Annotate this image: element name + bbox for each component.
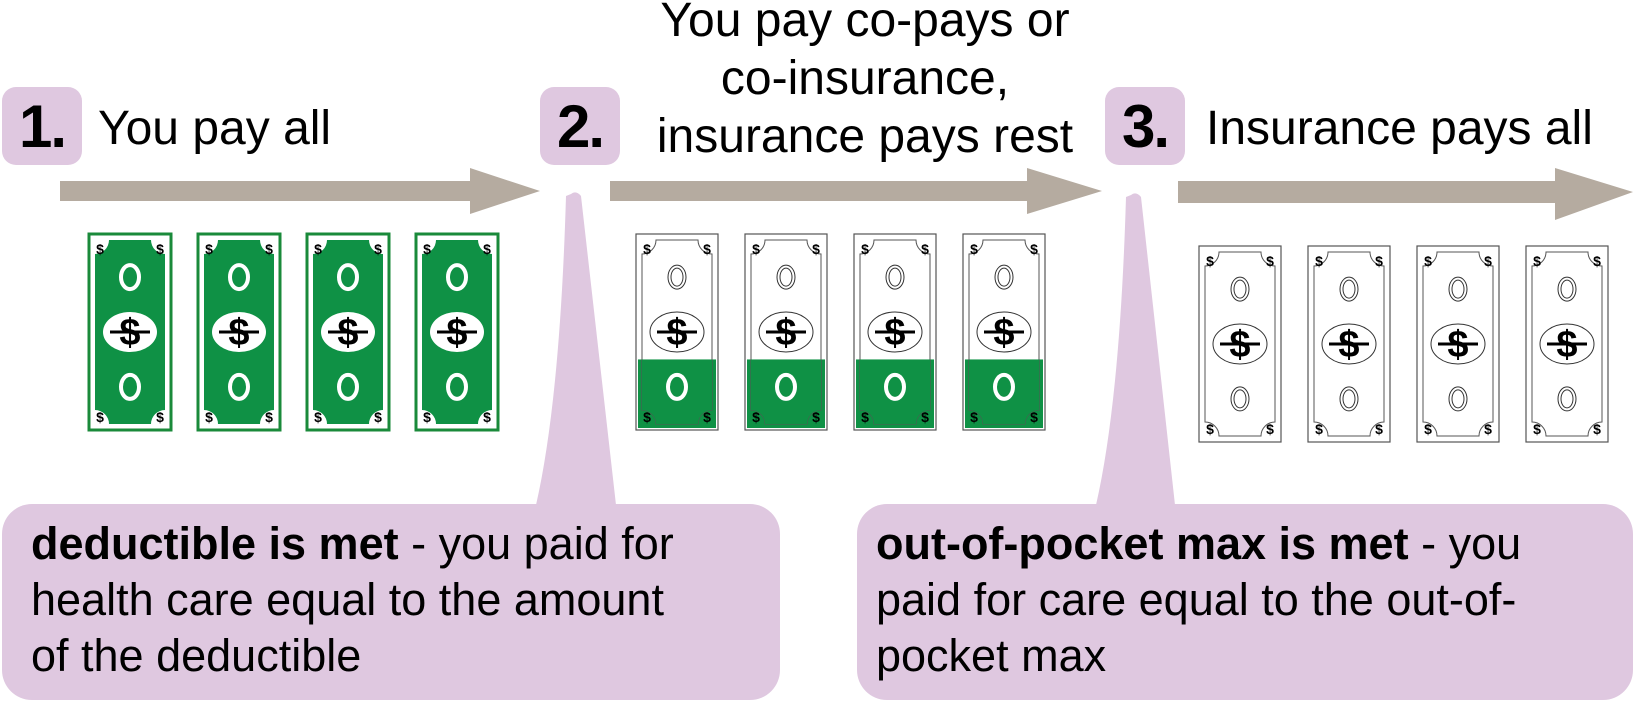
svg-text:$: $ (423, 409, 431, 425)
svg-text:$: $ (643, 409, 651, 425)
svg-text:$: $ (1533, 421, 1541, 437)
dollar-bill-icon: $$$$$ (853, 233, 937, 431)
callout-out-of-pocket-line-2: paid for care equal to the out-of- (876, 574, 1517, 625)
svg-text:$: $ (921, 241, 929, 257)
callout-deductible-text: deductible is met - you paid for health … (31, 516, 771, 684)
svg-text:$: $ (265, 409, 273, 425)
step-1-label: You pay all (98, 102, 332, 155)
svg-text:$: $ (1315, 253, 1323, 269)
callout-out-of-pocket-rest-1: - you (1408, 518, 1522, 569)
step-2-label-line-1: You pay co-pays or (660, 0, 1070, 47)
svg-text:$: $ (703, 241, 711, 257)
callout-deductible-line-1: deductible is met - you paid for (31, 516, 771, 572)
dollar-bill-icon: $$$$$ (1416, 245, 1500, 443)
svg-text:$: $ (861, 409, 869, 425)
svg-text:$: $ (1424, 421, 1432, 437)
step-3-label: Insurance pays all (1206, 102, 1593, 155)
callout-deductible-line-2: health care equal to the amount (31, 574, 664, 625)
svg-text:$: $ (156, 241, 164, 257)
svg-text:$: $ (374, 409, 382, 425)
dollar-bill-icon: $$$$$ (305, 232, 391, 432)
svg-text:$: $ (96, 409, 104, 425)
svg-text:$: $ (205, 409, 213, 425)
dollar-bill-icon: $$$$$ (1307, 245, 1391, 443)
svg-text:$: $ (970, 409, 978, 425)
callout-out-of-pocket-bold: out-of-pocket max is met (876, 518, 1409, 569)
step-1-number: 1. (18, 92, 67, 160)
svg-text:$: $ (1484, 253, 1492, 269)
dollar-bill-icon: $$$$$ (196, 232, 282, 432)
svg-text:$: $ (861, 241, 869, 257)
callout-pointer-out-of-pocket (1096, 193, 1175, 505)
svg-text:$: $ (752, 409, 760, 425)
svg-text:$: $ (1315, 421, 1323, 437)
step-2-badge: 2. (540, 87, 620, 165)
step-1-badge: 1. (2, 87, 82, 165)
svg-text:$: $ (812, 241, 820, 257)
callout-out-of-pocket-line-1: out-of-pocket max is met - you (876, 516, 1626, 572)
svg-text:$: $ (1484, 421, 1492, 437)
dollar-bill-icon: $$$$$ (87, 232, 173, 432)
svg-text:$: $ (205, 241, 213, 257)
svg-text:$: $ (1206, 421, 1214, 437)
svg-text:$: $ (1206, 253, 1214, 269)
svg-text:$: $ (483, 241, 491, 257)
svg-text:$: $ (314, 409, 322, 425)
svg-text:$: $ (1030, 409, 1038, 425)
step-3-badge: 3. (1105, 87, 1185, 165)
dollar-bill-icon: $$$$$ (962, 233, 1046, 431)
step-3-number: 3. (1121, 92, 1170, 160)
step-2-label-line-3: insurance pays rest (656, 110, 1074, 163)
svg-text:$: $ (1533, 253, 1541, 269)
callout-pointer-deductible (536, 192, 616, 505)
svg-text:$: $ (265, 241, 273, 257)
svg-text:$: $ (703, 409, 711, 425)
svg-text:$: $ (921, 409, 929, 425)
svg-text:$: $ (812, 409, 820, 425)
callout-box-deductible (2, 504, 780, 700)
callout-out-of-pocket-line-3: pocket max (876, 630, 1107, 681)
dollar-bill-icon: $$$$$ (414, 232, 500, 432)
svg-text:$: $ (1375, 253, 1383, 269)
svg-text:$: $ (483, 409, 491, 425)
arrow-step-2 (610, 168, 1102, 214)
arrow-step-3 (1178, 168, 1633, 220)
step-2-number: 2. (556, 92, 605, 160)
callout-out-of-pocket-text: out-of-pocket max is met - you paid for … (876, 516, 1626, 684)
step-2-label: You pay co-pays or co-insurance, insuran… (620, 0, 1110, 166)
callout-deductible-bold: deductible is met (31, 518, 399, 569)
svg-text:$: $ (314, 241, 322, 257)
svg-text:$: $ (1375, 421, 1383, 437)
svg-text:$: $ (423, 241, 431, 257)
dollar-bill-icon: $$$$$ (744, 233, 828, 431)
arrow-step-1 (60, 168, 540, 214)
callout-box-out-of-pocket (857, 504, 1633, 700)
svg-text:$: $ (96, 241, 104, 257)
svg-text:$: $ (1593, 421, 1601, 437)
svg-text:$: $ (156, 409, 164, 425)
callout-deductible-line-3: of the deductible (31, 630, 362, 681)
svg-text:$: $ (752, 241, 760, 257)
step-2-label-line-2: co-insurance, (720, 52, 1010, 105)
dollar-bill-icon: $$$$$ (1198, 245, 1282, 443)
svg-text:$: $ (1266, 253, 1274, 269)
svg-text:$: $ (1424, 253, 1432, 269)
callout-deductible-rest-1: - you paid for (398, 518, 674, 569)
dollar-bill-icon: $$$$$ (635, 233, 719, 431)
svg-text:$: $ (1593, 253, 1601, 269)
svg-text:$: $ (1266, 421, 1274, 437)
svg-text:$: $ (643, 241, 651, 257)
bills-group: $ $ $ $ $ $ $ $ $ $ $ $ $ $ $ $ $ $ $ $ $ $ $ $ $ $ $ $ $ $ $ $ $ $ $ $ $ $ $ $… (87, 232, 1609, 443)
svg-text:$: $ (970, 241, 978, 257)
dollar-bill-icon: $$$$$ (1525, 245, 1609, 443)
svg-text:$: $ (374, 241, 382, 257)
svg-text:$: $ (1030, 241, 1038, 257)
